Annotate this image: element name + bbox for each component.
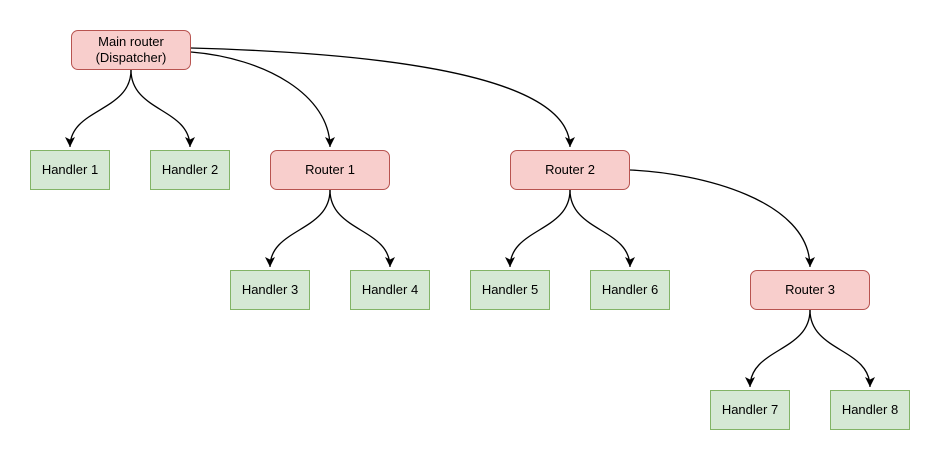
node-main-router[interactable]: Main router (Dispatcher) (71, 30, 191, 70)
node-router-3[interactable]: Router 3 (750, 270, 870, 310)
node-label: Handler 1 (41, 161, 99, 177)
edge-main-to-handler1 (65, 69, 132, 148)
edge-router3-to-handler7 (745, 309, 811, 388)
edge-router1-to-handler3 (265, 189, 331, 268)
node-label: Handler 8 (841, 401, 899, 417)
node-handler-3[interactable]: Handler 3 (230, 270, 310, 310)
node-router-2[interactable]: Router 2 (510, 150, 630, 190)
node-label: Router 2 (545, 161, 595, 177)
node-handler-6[interactable]: Handler 6 (590, 270, 670, 310)
node-label: Handler 5 (481, 281, 539, 297)
node-router-1[interactable]: Router 1 (270, 150, 390, 190)
node-handler-4[interactable]: Handler 4 (350, 270, 430, 310)
edge-router1-to-handler4 (329, 189, 395, 268)
node-handler-2[interactable]: Handler 2 (150, 150, 230, 190)
edge-router2-to-handler6 (569, 189, 635, 268)
edge-main-to-router1 (190, 51, 335, 148)
node-label: Main router (Dispatcher) (95, 33, 167, 65)
node-label: Handler 3 (241, 281, 299, 297)
node-handler-5[interactable]: Handler 5 (470, 270, 550, 310)
node-handler-7[interactable]: Handler 7 (710, 390, 790, 430)
edge-router3-to-handler8 (809, 309, 875, 388)
edge-router2-to-handler5 (505, 189, 571, 268)
node-label: Handler 6 (601, 281, 659, 297)
node-label: Router 1 (305, 161, 355, 177)
edge-main-to-router2 (190, 47, 575, 148)
node-handler-8[interactable]: Handler 8 (830, 390, 910, 430)
edge-main-to-handler2 (130, 69, 195, 148)
node-handler-1[interactable]: Handler 1 (30, 150, 110, 190)
node-label: Handler 7 (721, 401, 779, 417)
node-label: Handler 4 (361, 281, 419, 297)
node-label: Router 3 (785, 281, 835, 297)
node-label: Handler 2 (161, 161, 219, 177)
edge-router2-to-router3 (629, 169, 815, 268)
